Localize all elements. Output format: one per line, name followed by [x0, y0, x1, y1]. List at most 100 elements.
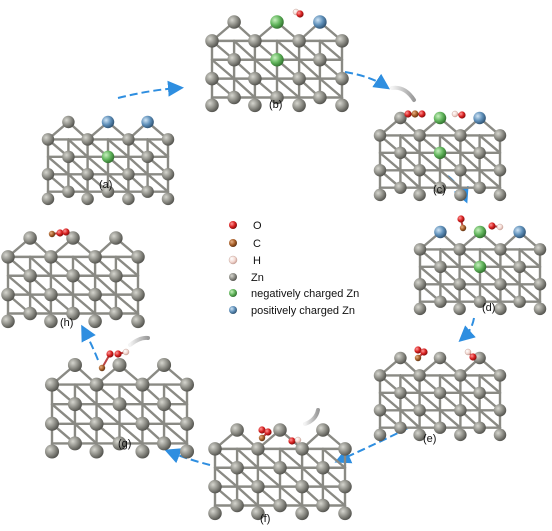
legend-item-zn: Zn: [229, 272, 264, 284]
legend-label-h: H: [253, 255, 261, 267]
zinc-atom: [44, 416, 60, 431]
hydrogen-atom: [464, 348, 472, 356]
zinc-atom: [433, 421, 447, 434]
zinc-atom: [248, 71, 262, 86]
zinc-atom: [205, 98, 219, 113]
zinc-atom: [44, 287, 58, 302]
positive-zinc-atom-swatch: [229, 306, 237, 314]
zinc-atom: [453, 243, 466, 256]
zinc-atom: [23, 268, 37, 283]
zinc-atom: [41, 168, 55, 181]
legend-label-zn: Zn: [251, 272, 264, 284]
hydrogen-atom: [294, 436, 302, 444]
zinc-atom: [230, 498, 244, 513]
cycle-arrow-6: [81, 324, 99, 361]
zinc-atom: [394, 111, 407, 125]
cycle-arrow-3: [458, 317, 476, 342]
zinc-atom: [338, 479, 352, 494]
zinc-atom: [316, 460, 330, 475]
zinc-atom: [270, 90, 284, 105]
carbon-atom: [459, 224, 467, 232]
zinc-atom: [1, 314, 15, 329]
zinc-atom: [122, 133, 135, 146]
panel-label-f: (f): [260, 513, 270, 525]
oxygen-atom: [469, 353, 477, 361]
zinc-atom: [141, 150, 154, 164]
oxygen-atom: [114, 350, 122, 358]
zinc-atom: [230, 460, 244, 475]
zinc-atom: [112, 397, 127, 412]
oxygen-atom: [458, 111, 466, 119]
adsorbate-h-co: [48, 228, 70, 238]
zinc-atom: [251, 506, 265, 521]
zinc-atom: [273, 423, 287, 437]
zinc-atom: [295, 479, 309, 494]
zinc-atom: [513, 295, 526, 308]
legend-item-positive-zn: positively charged Zn: [229, 305, 355, 317]
zinc-atom: [230, 423, 244, 437]
panel-label-g: (g): [118, 438, 131, 450]
slab-c: [373, 111, 507, 202]
zinc-atom: [394, 351, 407, 365]
zinc-atom: [454, 129, 467, 142]
atoms: [205, 15, 349, 113]
negative-zinc-atom: [101, 150, 115, 164]
zinc-atom: [313, 90, 327, 105]
oxygen-atom: [420, 348, 428, 356]
adsorbate-g-oh: [114, 348, 130, 358]
zinc-atom: [533, 243, 547, 256]
zinc-atom: [373, 164, 387, 177]
zinc-atom: [179, 444, 195, 459]
zinc-atom: [67, 436, 82, 451]
zinc-atom: [122, 192, 135, 206]
oxygen-atom-swatch: [229, 221, 237, 229]
zinc-atom: [251, 479, 265, 494]
zinc-atom: [81, 168, 94, 181]
structures: [1, 8, 547, 521]
zinc-atom: [533, 302, 547, 316]
zinc-atom: [179, 416, 195, 431]
carbon-atom-swatch: [229, 239, 237, 247]
zinc-atom: [473, 386, 486, 400]
zinc-atom: [131, 314, 145, 329]
carbon-atom: [411, 110, 419, 118]
negative-zinc-atom: [473, 225, 487, 239]
zinc-atom: [67, 357, 82, 373]
zinc-atom: [66, 268, 80, 283]
zinc-atom: [493, 404, 507, 417]
zinc-atom: [161, 168, 175, 181]
positive-zinc-atom: [513, 225, 526, 239]
negative-zinc-atom: [433, 146, 447, 160]
zinc-atom: [1, 287, 15, 302]
zinc-atom: [493, 164, 507, 177]
hydrogen-atom: [496, 223, 504, 231]
legend-item-o: O: [229, 220, 262, 232]
zinc-atom: [313, 52, 327, 67]
slab-a: [41, 115, 175, 206]
zinc-atom: [413, 278, 427, 291]
zinc-atom: [89, 416, 104, 431]
zinc-atom: [88, 314, 102, 329]
zinc-atom: [453, 278, 466, 291]
zinc-atom: [473, 421, 486, 434]
positive-zinc-atom: [313, 15, 327, 29]
panel-label-e: (e): [423, 433, 436, 445]
zinc-atom: [109, 306, 123, 321]
zinc-atom: [394, 146, 407, 160]
zinc-atom: [89, 444, 104, 459]
zinc-atom: [494, 278, 507, 291]
zinc-atom: [273, 460, 287, 475]
zinc-atom-swatch: [229, 273, 237, 281]
zinc-atom: [292, 71, 306, 86]
zinc-atom: [227, 90, 241, 105]
zinc-atom: [112, 436, 127, 451]
slab-h: [1, 231, 145, 329]
zinc-atom: [434, 295, 447, 308]
zinc-atom: [205, 34, 219, 48]
slab-d: [413, 225, 547, 316]
zinc-atom: [413, 428, 426, 442]
zinc-atom: [23, 231, 37, 245]
adsorbate-g-co: [98, 350, 114, 372]
zinc-atom: [413, 302, 427, 316]
